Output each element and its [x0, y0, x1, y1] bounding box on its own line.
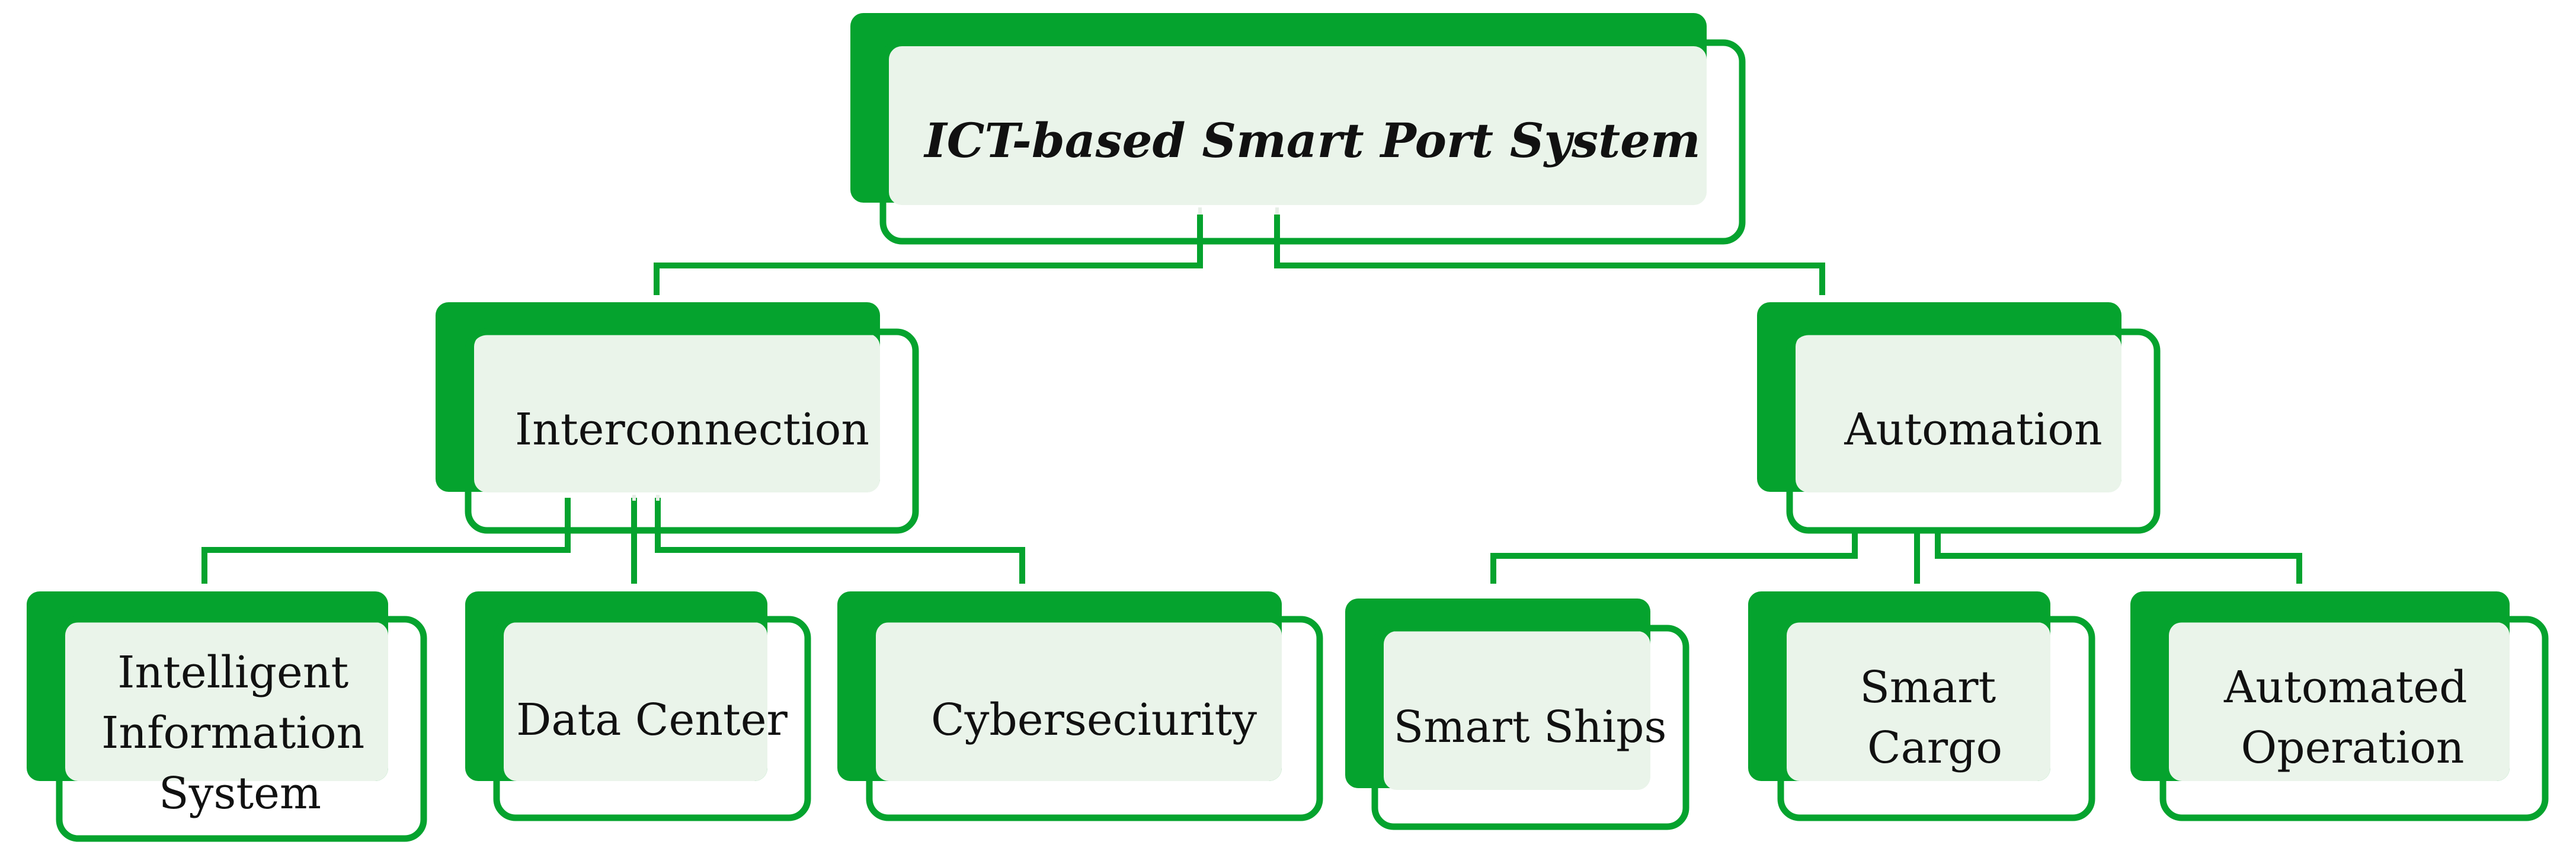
node-frame [465, 328, 919, 534]
node-data-center: Data Center [465, 591, 811, 821]
connector-automation-to-automated-operation [1935, 527, 2302, 584]
node-fill [1384, 631, 1650, 790]
node-frame [56, 616, 427, 842]
node-frame [493, 616, 811, 821]
data-center-label: Data Center [516, 695, 788, 745]
interconnection-label: Interconnection [515, 404, 869, 455]
smart-cargo-label: Smart Cargo [1860, 662, 2010, 773]
node-smart-cargo: Smart Cargo [1748, 591, 2095, 821]
node-fill [2169, 622, 2510, 781]
node-intelligent-information-system: Intelligent Information System [27, 591, 427, 842]
node-frame [1777, 616, 2095, 821]
node-fill [876, 622, 1282, 781]
node-frame [1371, 625, 1689, 830]
decorative-ticks [632, 207, 1279, 501]
node-frame [866, 616, 1323, 821]
node-fill [889, 46, 1707, 205]
node-frame [879, 39, 1746, 245]
automation-label: Automation [1844, 404, 2102, 455]
connector-automation-to-smart-ships [1490, 527, 1858, 584]
connector-root-to-interconnection [654, 215, 1203, 295]
node-cyberseciurity: Cyberseciurity [837, 591, 1323, 821]
label-line: Operation [2241, 722, 2465, 773]
node-fill [474, 334, 880, 492]
root-label: ICT-based Smart Port System [923, 113, 1700, 168]
node-frame [2159, 616, 2549, 821]
label-line: Intelligent [117, 647, 348, 698]
node-automation: Automation [1757, 302, 2161, 534]
node-fill [65, 622, 388, 781]
node-fill [1787, 622, 2050, 781]
node-fill [504, 622, 767, 781]
intelligent-information-system-label: Intelligent Information System [101, 647, 379, 819]
node-automated-operation: Automated Operation [2130, 591, 2549, 821]
smart-ships-label: Smart Ships [1394, 702, 1667, 753]
label-line: Data Center [516, 695, 788, 745]
label-line: Information [101, 708, 364, 759]
label-line: Smart Ships [1394, 702, 1667, 753]
node-fill [1796, 334, 2121, 492]
node-root: ICT-based Smart Port System [850, 13, 1746, 245]
node-frame [1786, 328, 2161, 534]
label-line: System [159, 768, 321, 819]
node-interconnection: Interconnection [436, 302, 919, 534]
automated-operation-label: Automated Operation [2223, 662, 2481, 773]
cyberseciurity-label: Cyberseciurity [931, 695, 1257, 745]
label-line: Automated [2223, 662, 2468, 713]
connector-interconnection-to-intelligent-information-system [201, 498, 571, 584]
label-line: Smart [1860, 662, 1996, 713]
connector-interconnection-to-cyberseciurity [655, 498, 1025, 584]
node-smart-ships: Smart Ships [1345, 599, 1689, 830]
label-line: Cargo [1867, 722, 2002, 773]
label-line: Cyberseciurity [931, 695, 1257, 745]
